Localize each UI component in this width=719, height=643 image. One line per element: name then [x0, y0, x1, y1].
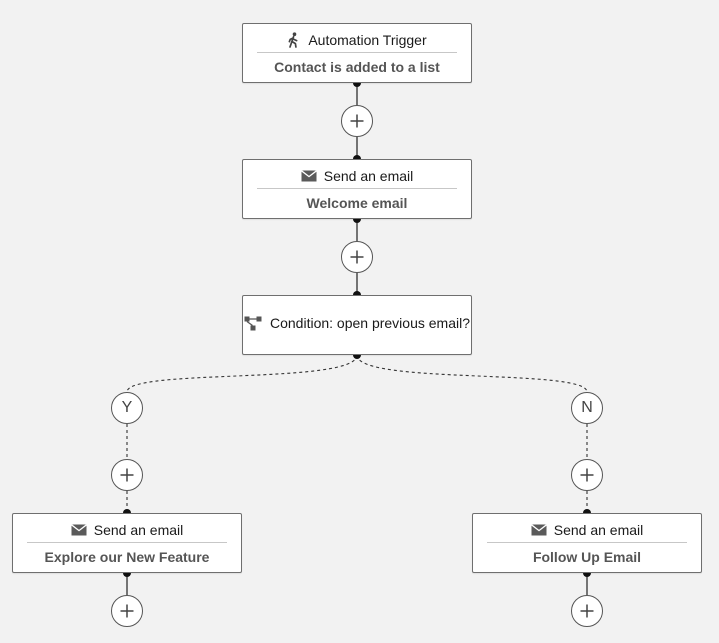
no-email-title: Send an email	[553, 522, 644, 538]
add-step-button-yes-end[interactable]	[111, 595, 143, 627]
add-step-button-no-end[interactable]	[571, 595, 603, 627]
welcome-email-subtitle: Welcome email	[306, 195, 408, 211]
add-step-button-yes-branch[interactable]	[111, 459, 143, 491]
no-branch-email-node[interactable]: Send an email Follow Up Email	[472, 513, 702, 573]
no-branch-badge: N	[571, 392, 603, 424]
plus-icon	[580, 604, 594, 618]
condition-header: Condition: open previous email?	[243, 315, 471, 331]
trigger-title: Automation Trigger	[308, 32, 427, 48]
no-branch-label: N	[581, 399, 593, 416]
envelope-icon	[530, 524, 547, 536]
welcome-email-node[interactable]: Send an email Welcome email	[242, 159, 472, 219]
no-email-divider	[487, 542, 687, 543]
envelope-icon	[70, 524, 87, 536]
trigger-node[interactable]: Automation Trigger Contact is added to a…	[242, 23, 472, 83]
welcome-email-title: Send an email	[323, 168, 414, 184]
yes-email-divider	[27, 542, 227, 543]
trigger-divider	[257, 52, 457, 53]
yes-branch-badge: Y	[111, 392, 143, 424]
plus-icon	[350, 114, 364, 128]
add-step-button-no-branch[interactable]	[571, 459, 603, 491]
plus-icon	[350, 250, 364, 264]
plus-icon	[120, 604, 134, 618]
no-email-header: Send an email	[473, 522, 701, 538]
trigger-header: Automation Trigger	[243, 32, 471, 48]
condition-title: Condition: open previous email?	[269, 315, 470, 331]
add-step-button[interactable]	[341, 241, 373, 273]
welcome-email-header: Send an email	[243, 168, 471, 184]
yes-email-header: Send an email	[13, 522, 241, 538]
branch-condition-icon	[244, 316, 262, 331]
envelope-icon	[300, 170, 317, 182]
plus-icon	[120, 468, 134, 482]
add-step-button[interactable]	[341, 105, 373, 137]
no-email-subtitle: Follow Up Email	[532, 549, 642, 565]
yes-branch-email-node[interactable]: Send an email Explore our New Feature	[12, 513, 242, 573]
yes-email-title: Send an email	[93, 522, 184, 538]
welcome-email-divider	[257, 188, 457, 189]
yes-email-subtitle: Explore our New Feature	[44, 549, 210, 565]
plus-icon	[580, 468, 594, 482]
trigger-subtitle: Contact is added to a list	[274, 59, 440, 75]
yes-branch-label: Y	[121, 399, 133, 416]
condition-node[interactable]: Condition: open previous email?	[242, 295, 472, 355]
person-walking-icon	[287, 32, 301, 48]
